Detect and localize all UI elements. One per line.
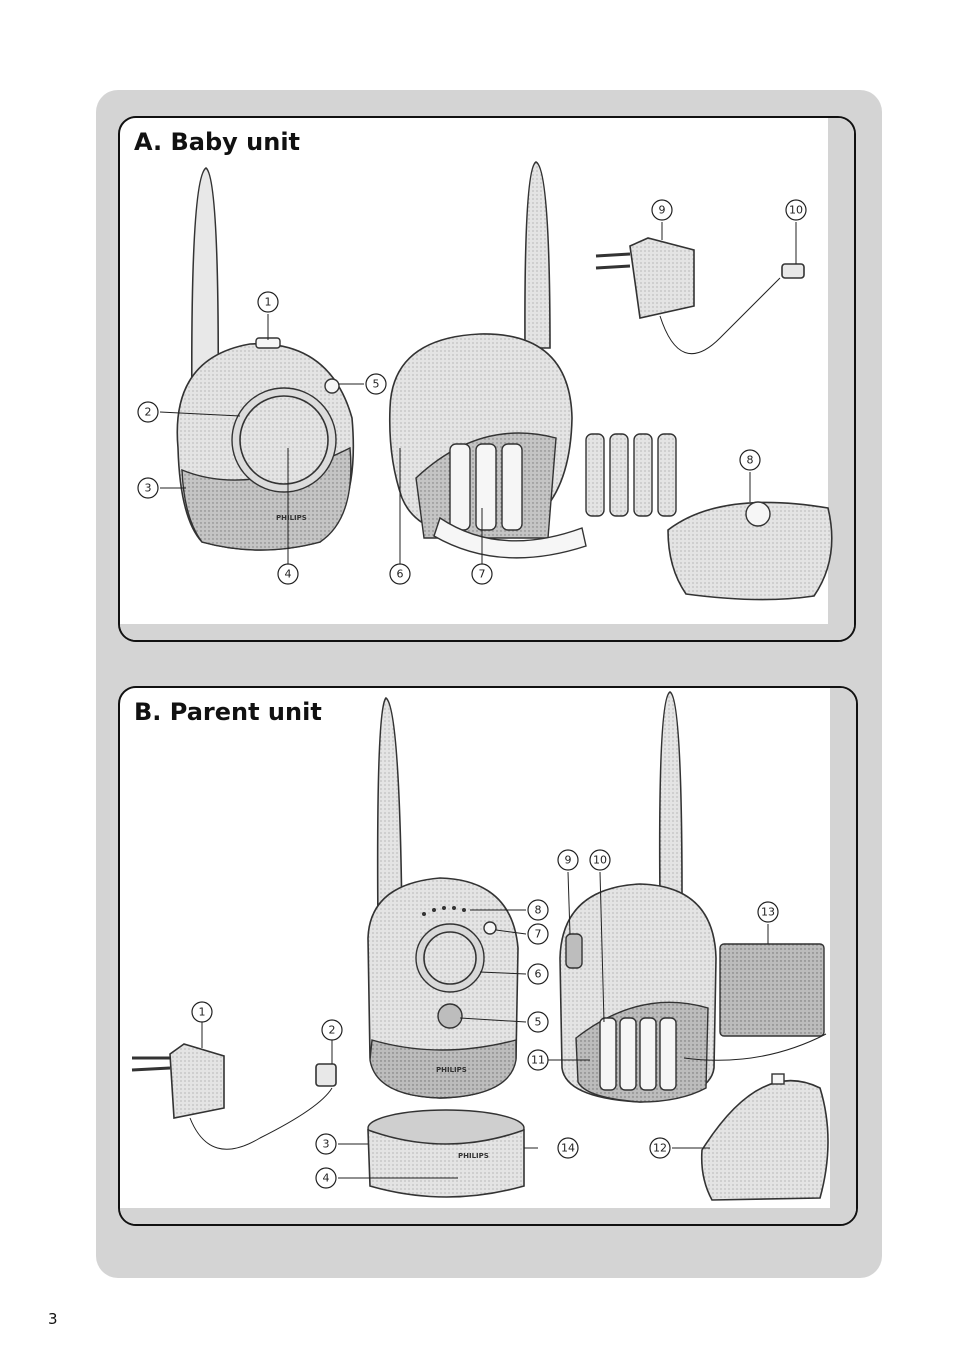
callout-b-3: 3 bbox=[315, 1133, 337, 1155]
parent-battery-cover bbox=[700, 1073, 829, 1201]
parent-unit-panel: PHILIPS PHILIPS bbox=[118, 686, 858, 1226]
svg-text:10: 10 bbox=[593, 854, 607, 867]
charging-cradle: PHILIPS bbox=[367, 1109, 525, 1198]
callout-b-1: 1 bbox=[191, 1001, 213, 1023]
svg-text:3: 3 bbox=[323, 1138, 330, 1151]
callout-b-5: 5 bbox=[527, 1011, 549, 1033]
brand-label-b: PHILIPS bbox=[436, 1066, 467, 1074]
callout-b-7: 7 bbox=[527, 923, 549, 945]
baby-unit-rear bbox=[388, 161, 587, 559]
svg-text:11: 11 bbox=[531, 1054, 545, 1067]
power-adapter bbox=[595, 237, 805, 355]
panel-edge-strip bbox=[828, 118, 854, 640]
panel-edge-strip-bottom bbox=[120, 1208, 856, 1224]
battery-cover bbox=[667, 501, 833, 601]
parent-power-adapter bbox=[131, 1043, 337, 1150]
callout-b-11: 11 bbox=[527, 1049, 549, 1071]
callout-b-8: 8 bbox=[527, 899, 549, 921]
brand-label-a: PHILIPS bbox=[276, 514, 307, 522]
baby-unit-panel: PHILIPS bbox=[118, 116, 856, 642]
baby-unit-title: A. Baby unit bbox=[134, 128, 301, 156]
callout-b-6: 6 bbox=[527, 963, 549, 985]
svg-text:7: 7 bbox=[479, 568, 486, 581]
parent-unit-rear bbox=[559, 691, 717, 1103]
svg-text:6: 6 bbox=[535, 968, 542, 981]
batteries bbox=[585, 433, 677, 517]
callout-a-3: 3 bbox=[137, 477, 159, 499]
svg-text:9: 9 bbox=[565, 854, 572, 867]
parent-unit-illustration: PHILIPS PHILIPS bbox=[131, 691, 829, 1201]
svg-text:7: 7 bbox=[535, 928, 542, 941]
svg-text:3: 3 bbox=[145, 482, 152, 495]
callout-a-7: 7 bbox=[471, 563, 493, 585]
svg-text:4: 4 bbox=[323, 1172, 330, 1185]
callout-b-2: 2 bbox=[321, 1019, 343, 1041]
svg-text:4: 4 bbox=[285, 568, 292, 581]
svg-text:13: 13 bbox=[761, 906, 775, 919]
svg-text:14: 14 bbox=[561, 1142, 575, 1155]
callout-a-8: 8 bbox=[739, 449, 761, 471]
page-number: 3 bbox=[48, 1310, 58, 1328]
parent-unit-front: PHILIPS bbox=[367, 696, 519, 1099]
callout-b-10: 10 bbox=[589, 849, 611, 871]
callout-a-5: 5 bbox=[365, 373, 387, 395]
callout-a-6: 6 bbox=[389, 563, 411, 585]
cradle-brand-label: PHILIPS bbox=[458, 1152, 489, 1160]
callout-a-1: 1 bbox=[257, 291, 279, 313]
callout-b-4: 4 bbox=[315, 1167, 337, 1189]
svg-text:10: 10 bbox=[789, 204, 803, 217]
svg-text:1: 1 bbox=[199, 1006, 206, 1019]
svg-text:2: 2 bbox=[329, 1024, 336, 1037]
svg-text:1: 1 bbox=[265, 296, 272, 309]
svg-text:5: 5 bbox=[535, 1016, 542, 1029]
svg-text:6: 6 bbox=[397, 568, 404, 581]
callout-a-10: 10 bbox=[785, 199, 807, 221]
parent-unit-title: B. Parent unit bbox=[134, 698, 322, 726]
svg-text:9: 9 bbox=[659, 204, 666, 217]
callout-b-13: 13 bbox=[757, 901, 779, 923]
callout-a-9: 9 bbox=[651, 199, 673, 221]
callout-b-9: 9 bbox=[557, 849, 579, 871]
callout-a-2: 2 bbox=[137, 401, 159, 423]
panel-edge-strip bbox=[830, 688, 856, 1224]
battery-pack bbox=[683, 943, 827, 1061]
svg-text:8: 8 bbox=[747, 454, 754, 467]
svg-text:12: 12 bbox=[653, 1142, 667, 1155]
callout-b-12: 12 bbox=[649, 1137, 671, 1159]
svg-text:8: 8 bbox=[535, 904, 542, 917]
svg-text:2: 2 bbox=[145, 406, 152, 419]
svg-text:5: 5 bbox=[373, 378, 380, 391]
panel-edge-strip-bottom bbox=[120, 624, 854, 640]
callout-b-14: 14 bbox=[557, 1137, 579, 1159]
baby-unit-illustration: PHILIPS bbox=[137, 161, 833, 601]
callout-a-4: 4 bbox=[277, 563, 299, 585]
baby-unit-front: PHILIPS bbox=[176, 167, 355, 551]
